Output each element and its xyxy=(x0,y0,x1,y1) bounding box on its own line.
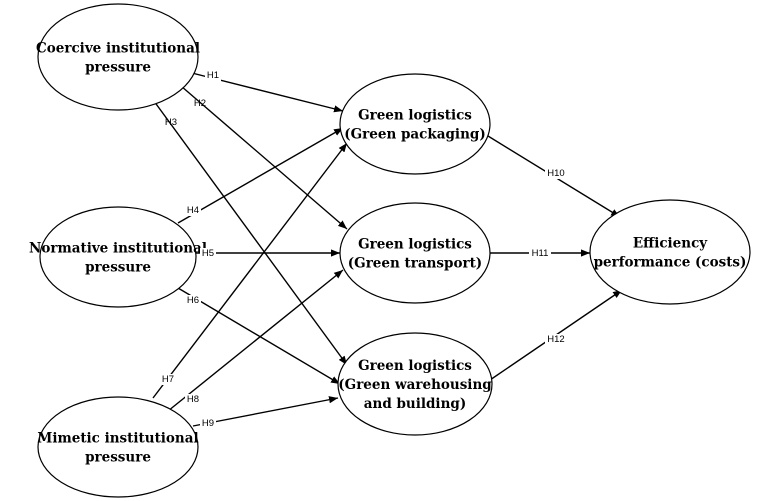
edge-label-background xyxy=(200,418,216,429)
node-mimetic: Mimetic institutional pressure xyxy=(37,396,199,498)
node-packaging: Green logistics (Green packaging) xyxy=(339,73,491,175)
edge-h4-arrow xyxy=(177,127,344,224)
node-coercive: Coercive institutional pressure xyxy=(36,3,200,111)
node-efficiency-ellipse xyxy=(589,199,751,305)
node-normative-label-line: pressure xyxy=(85,260,151,276)
node-transport-label-line: (Green transport) xyxy=(348,256,482,272)
node-packaging-ellipse xyxy=(339,73,491,175)
edge-label-h10: H10 xyxy=(547,168,564,179)
node-transport-label-line: Green logistics xyxy=(358,237,472,253)
node-transport-ellipse xyxy=(339,202,491,304)
edge-label-h8: H8 xyxy=(187,394,199,405)
edge-label-h11: H11 xyxy=(532,248,549,259)
edge-label-h9: H9 xyxy=(202,418,214,429)
edge-label-h1: H1 xyxy=(207,70,219,81)
edge-label-h6: H6 xyxy=(187,295,199,306)
edge-label-background xyxy=(160,374,176,385)
edge-h2-arrow xyxy=(180,85,348,230)
edge-label-h4: H4 xyxy=(187,205,199,216)
edge-label-background xyxy=(545,168,567,179)
node-efficiency-label-line: Efficiency xyxy=(633,236,708,252)
node-warehousing-label-line: Green logistics xyxy=(358,358,472,374)
node-transport: Green logistics (Green transport) xyxy=(339,202,491,304)
node-packaging-label-line: Green logistics xyxy=(358,108,472,124)
node-warehousing-label-line: and building) xyxy=(364,396,466,412)
node-normative: Normative institutional pressure xyxy=(29,206,207,308)
edge-h9-arrow xyxy=(192,396,339,427)
edge-label-background xyxy=(200,248,216,259)
node-efficiency-label-line: performance (costs) xyxy=(594,255,747,271)
edge-h6-arrow xyxy=(177,287,341,385)
edge-h8-arrow xyxy=(167,269,344,412)
edge-label-h12: H12 xyxy=(547,334,564,345)
node-mimetic-label-line: pressure xyxy=(85,450,151,466)
edge-label-background xyxy=(205,70,221,81)
node-coercive-label-line: pressure xyxy=(85,60,151,76)
node-normative-ellipse xyxy=(39,206,197,308)
node-coercive-ellipse xyxy=(37,3,199,111)
node-normative-label-line: Normative institutional xyxy=(29,241,207,257)
node-mimetic-ellipse xyxy=(37,396,199,498)
edge-label-background xyxy=(185,295,201,306)
edge-label-h2: H2 xyxy=(194,98,206,109)
edge-label-h3: H3 xyxy=(165,117,177,128)
node-warehousing: Green logistics (Green warehousing and bui… xyxy=(337,332,493,436)
edge-label-background xyxy=(529,248,551,259)
edge-h3-arrow xyxy=(150,96,348,366)
node-packaging-label-line: (Green packaging) xyxy=(344,127,485,143)
edge-label-background xyxy=(185,205,201,216)
edge-label-h5: H5 xyxy=(202,248,214,259)
edge-h7-arrow xyxy=(152,142,348,399)
edge-label-background xyxy=(545,334,567,345)
edge-label-h7: H7 xyxy=(162,374,174,385)
node-coercive-label-line: Coercive institutional xyxy=(36,41,200,57)
node-warehousing-ellipse xyxy=(337,332,493,436)
node-mimetic-label-line: Mimetic institutional xyxy=(37,431,198,447)
edge-label-background xyxy=(185,394,201,405)
node-warehousing-label-line: (Green warehousing xyxy=(338,377,492,393)
node-efficiency: Efficiency performance (costs) xyxy=(589,199,751,305)
